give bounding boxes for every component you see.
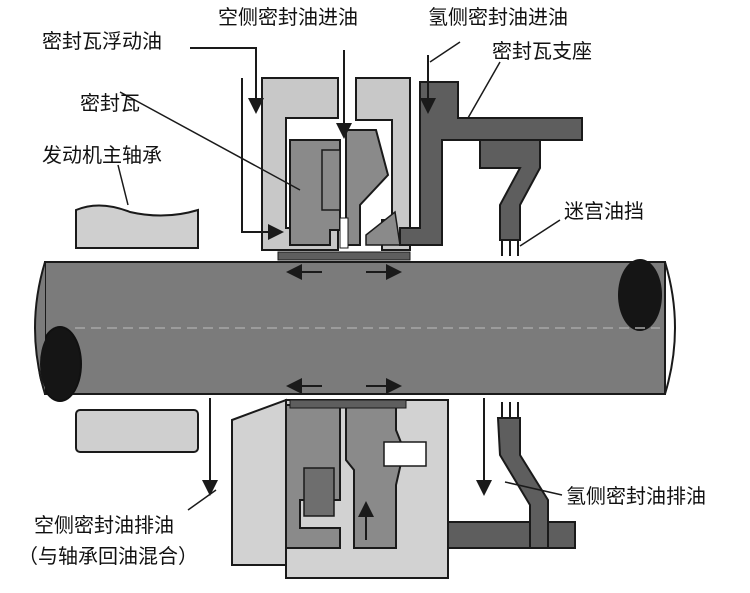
label-seal-support: 密封瓦支座 bbox=[492, 39, 592, 63]
label-air-side-oil-in: 空侧密封油进油 bbox=[218, 5, 358, 29]
upper-seal-assembly bbox=[261, 77, 411, 261]
main-bearing-lower bbox=[75, 409, 199, 453]
label-h2-side-oil-in: 氢侧密封油进油 bbox=[428, 5, 568, 29]
seal-support-upper bbox=[399, 81, 583, 246]
label-labyrinth: 迷宫油挡 bbox=[564, 199, 644, 223]
shaft bbox=[34, 259, 676, 402]
seal-support-lower bbox=[447, 521, 576, 549]
label-seal-ring: 密封瓦 bbox=[80, 91, 140, 115]
labyrinth-upper bbox=[479, 139, 541, 256]
label-air-side-oil-out-note: （与轴承回油混合） bbox=[18, 544, 198, 568]
leader-lines bbox=[117, 41, 563, 511]
label-air-side-oil-out: 空侧密封油排油 bbox=[34, 513, 174, 537]
main-bearing-upper bbox=[75, 204, 199, 249]
flow-arrows bbox=[190, 47, 492, 540]
labyrinth-lower bbox=[496, 402, 549, 549]
label-main-bearing: 发动机主轴承 bbox=[42, 143, 162, 167]
label-h2-side-oil-out: 氢侧密封油排油 bbox=[566, 484, 706, 508]
label-seal-float-oil: 密封瓦浮动油 bbox=[42, 29, 162, 53]
